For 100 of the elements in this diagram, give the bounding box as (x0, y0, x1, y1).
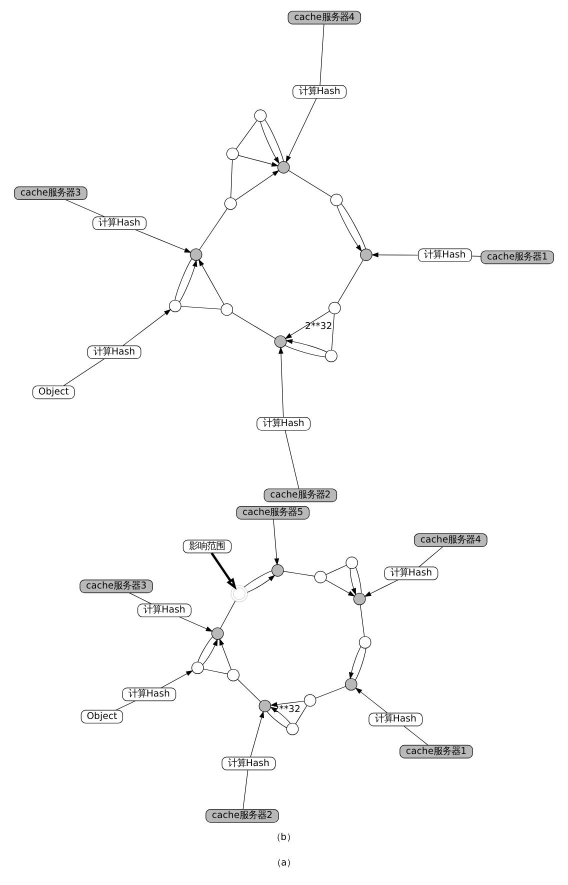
arrow (355, 688, 388, 714)
node-circle (304, 694, 316, 707)
connector (295, 705, 308, 724)
node-box: 计算Hash (138, 604, 192, 618)
node-box: Object (32, 386, 75, 400)
arrow (238, 155, 279, 167)
node-circle (230, 585, 248, 602)
node-box: 影响范围 (182, 540, 232, 554)
connector (128, 592, 152, 604)
connector (418, 546, 444, 568)
arrow (247, 574, 276, 593)
arrow (178, 616, 213, 632)
node-circle (169, 300, 182, 312)
node-box: cache服务器4 (414, 533, 488, 547)
node-circle (344, 678, 358, 691)
arrow (348, 646, 362, 680)
arrow (160, 670, 194, 688)
node-box: 计算Hash (368, 712, 423, 726)
connector (471, 256, 482, 257)
arrow (250, 710, 264, 758)
connector (236, 120, 258, 150)
node-circle (227, 668, 240, 682)
connector (230, 159, 233, 198)
connector (203, 668, 228, 674)
arrow (286, 98, 317, 163)
connector (116, 700, 136, 710)
arrow (122, 309, 172, 346)
node-box: cache服务器1 (400, 744, 473, 758)
node-box: cache服务器1 (480, 250, 554, 264)
connector (331, 314, 335, 350)
node-circle (190, 248, 202, 261)
arrow (202, 638, 218, 666)
connector (326, 564, 347, 575)
connector (283, 571, 315, 576)
connector (288, 170, 332, 198)
arrow (273, 519, 280, 566)
arrow (285, 339, 327, 352)
node-box: 计算Hash (222, 756, 276, 770)
node-box: Object (80, 710, 124, 724)
node-circle (220, 303, 234, 316)
arrow (235, 170, 280, 201)
connector (65, 200, 105, 218)
node-circle (346, 556, 358, 569)
arrow (219, 638, 232, 670)
connector (320, 24, 324, 86)
node-box: cache服务器3 (14, 186, 88, 200)
node-box: cache服务器5 (236, 506, 310, 520)
arrow (260, 121, 280, 164)
connector (284, 345, 326, 358)
arrow (350, 568, 356, 596)
node-box: 计算Hash (87, 345, 142, 359)
connector (242, 770, 248, 810)
node-box: 计算Hash (384, 566, 438, 580)
node-box: 计算Hash (256, 417, 311, 431)
arrow (284, 310, 330, 339)
edge-label: 2**32 (304, 320, 332, 332)
node-box: 计算Hash (292, 85, 346, 99)
node-box: 计算Hash (418, 248, 472, 262)
arrow (198, 259, 224, 305)
connector (360, 604, 365, 637)
connector (198, 636, 213, 662)
connector (315, 686, 346, 698)
node-box: 计算Hash (92, 216, 146, 230)
node-circle (224, 197, 237, 210)
node-box: 计算Hash (122, 688, 176, 702)
node-circle (328, 302, 341, 314)
connector (355, 566, 362, 594)
connector (63, 358, 105, 386)
connector (220, 600, 236, 629)
arrow (135, 229, 192, 253)
arrow (371, 252, 419, 258)
node-circle (211, 627, 224, 640)
node-box: cache服务器2 (206, 809, 279, 823)
arrow (326, 580, 356, 596)
arrow (336, 206, 362, 252)
node-circle (286, 722, 299, 736)
node-circle (353, 592, 366, 606)
node-circle (192, 662, 204, 674)
node-box: cache服务器2 (264, 488, 338, 502)
connector (232, 312, 276, 339)
arrow (210, 552, 237, 590)
arrow (278, 346, 284, 418)
connector (404, 726, 428, 746)
connector (237, 679, 261, 702)
arrow (364, 580, 398, 597)
connector (244, 570, 272, 588)
node-circle (314, 570, 327, 584)
node-box: cache服务器3 (80, 580, 153, 594)
label: （a） (272, 858, 296, 869)
connector (266, 711, 287, 728)
node-circle (277, 161, 290, 174)
node-circle (330, 194, 343, 206)
node-circle (325, 350, 338, 362)
connector (174, 258, 192, 300)
node-circle (358, 636, 372, 648)
node-circle (254, 110, 267, 122)
node-circle (272, 564, 284, 577)
connector (180, 306, 222, 310)
connector (284, 430, 300, 490)
connector (264, 119, 284, 162)
